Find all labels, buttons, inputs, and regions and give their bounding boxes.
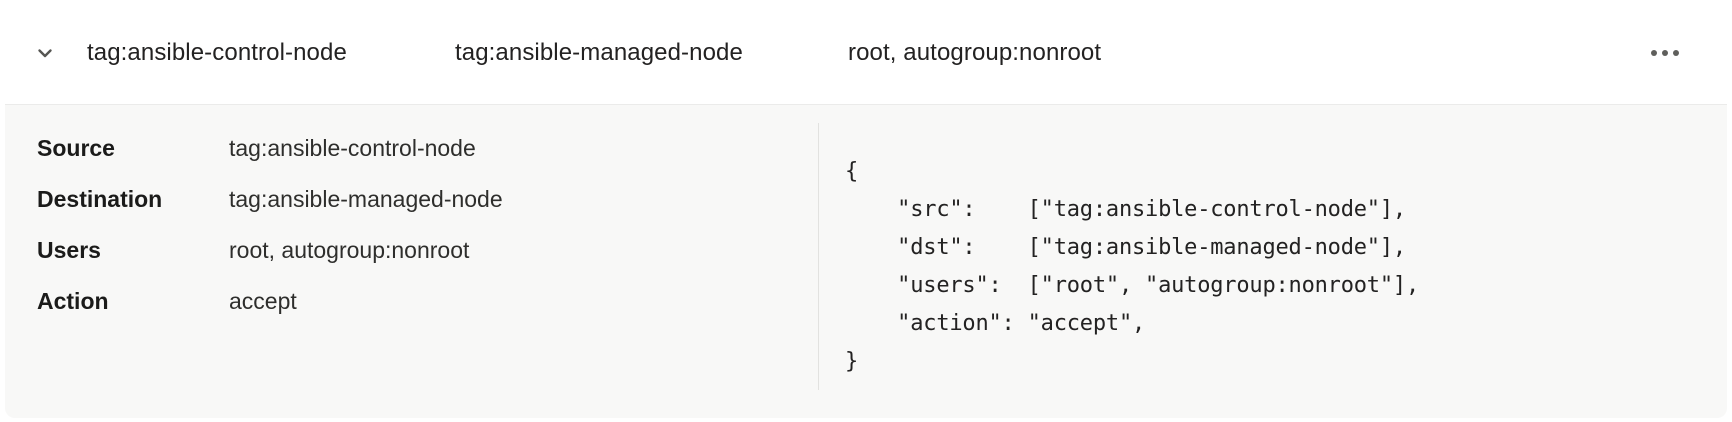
ellipsis-dot <box>1673 50 1679 56</box>
header-source-label: tag:ansible-control-node <box>87 39 347 66</box>
rule-detail-list: Source tag:ansible-control-node Destinat… <box>37 133 777 337</box>
detail-label: Users <box>37 237 101 263</box>
detail-row-action: Action accept <box>37 286 777 337</box>
ellipsis-dot <box>1651 50 1657 56</box>
detail-label: Source <box>37 135 115 161</box>
acl-rule-header[interactable]: tag:ansible-control-node tag:ansible-man… <box>5 0 1727 105</box>
detail-value: root, autogroup:nonroot <box>229 237 470 263</box>
ellipsis-dot <box>1662 50 1668 56</box>
detail-label: Action <box>37 288 109 314</box>
detail-row-users: Users root, autogroup:nonroot <box>37 235 777 286</box>
detail-value: accept <box>229 288 297 314</box>
acl-rule-card: tag:ansible-control-node tag:ansible-man… <box>5 0 1727 418</box>
header-destination-label: tag:ansible-managed-node <box>455 39 743 66</box>
acl-rule-body: Source tag:ansible-control-node Destinat… <box>5 105 1727 418</box>
ellipsis-icon[interactable] <box>1649 38 1681 68</box>
detail-row-destination: Destination tag:ansible-managed-node <box>37 184 777 235</box>
detail-value: tag:ansible-managed-node <box>229 186 503 212</box>
header-users-label: root, autogroup:nonroot <box>848 39 1102 66</box>
rule-json-code: { "src": ["tag:ansible-control-node"], "… <box>845 159 1419 374</box>
detail-value: tag:ansible-control-node <box>229 135 476 161</box>
detail-label: Destination <box>37 186 163 212</box>
vertical-divider <box>818 123 819 390</box>
detail-row-source: Source tag:ansible-control-node <box>37 133 777 184</box>
chevron-down-icon[interactable] <box>29 37 61 69</box>
